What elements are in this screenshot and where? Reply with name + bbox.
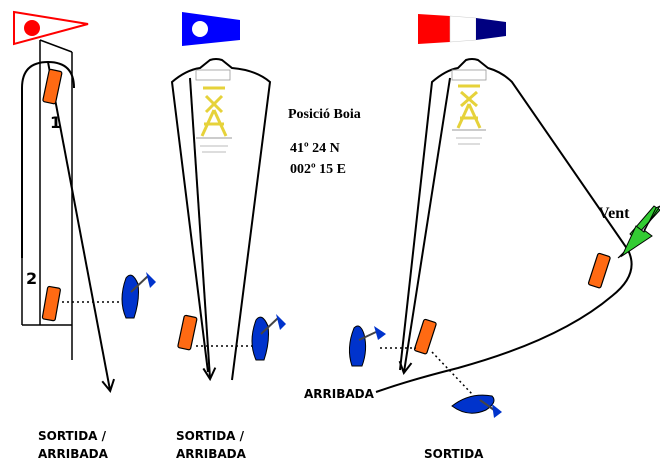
mark-1-label: 1 xyxy=(50,113,61,132)
middle-course-arrow xyxy=(189,77,210,378)
blue-white-dot-flag xyxy=(182,12,240,46)
buoy-latitude: 41º 24 N xyxy=(290,141,340,156)
buoy-position-title: Posició Boia xyxy=(288,107,361,122)
wind-label: Vent xyxy=(598,205,630,222)
mark-1 xyxy=(42,68,63,105)
boat-middle xyxy=(251,314,286,361)
right-course xyxy=(348,58,633,418)
right-course-arrow xyxy=(404,77,451,372)
boat-left xyxy=(121,272,156,319)
white-dot-icon xyxy=(192,21,208,37)
left-exit-label: SORTIDA / xyxy=(38,429,107,443)
mark-2-label: 2 xyxy=(26,269,37,288)
mark-right-leeward xyxy=(413,318,437,355)
middle-exit-label: SORTIDA / xyxy=(176,429,245,443)
boat-right-sortida xyxy=(451,394,502,418)
left-course-arrow xyxy=(47,61,110,390)
mark-2 xyxy=(41,285,61,322)
left-bear-label: ARRIBADA xyxy=(38,447,109,460)
buoy-illustration xyxy=(195,69,232,153)
buoy-longitude: 002º 15 E xyxy=(290,162,346,177)
middle-course xyxy=(170,58,286,380)
red-dot-pennant xyxy=(13,10,89,46)
red-white-blue-pennant xyxy=(418,14,506,44)
boat-right-arribada xyxy=(348,325,386,367)
middle-bear-label: ARRIBADA xyxy=(176,447,247,460)
red-dot-icon xyxy=(24,20,40,36)
left-course: 1 2 xyxy=(21,39,156,390)
right-bear-label: ARRIBADA xyxy=(304,387,375,401)
mark-middle xyxy=(177,314,198,351)
buoy-illustration-right xyxy=(451,69,487,145)
right-exit-label: SORTIDA xyxy=(424,447,484,460)
mark-right-windward xyxy=(587,252,611,289)
wind-arrow-head xyxy=(620,205,660,258)
